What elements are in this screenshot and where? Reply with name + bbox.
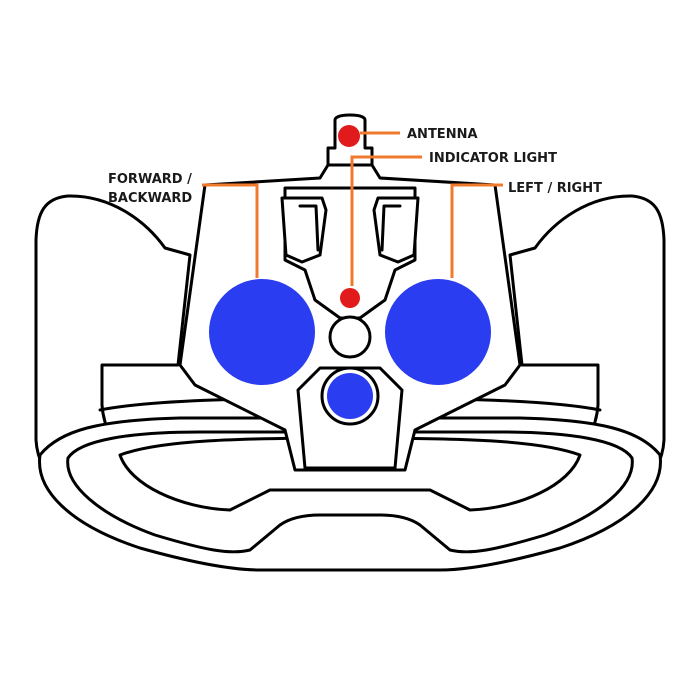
forward-backward-label-line1: FORWARD / xyxy=(108,172,192,187)
right-slot xyxy=(372,196,420,264)
indicator-light xyxy=(340,288,360,308)
left-slot-inner xyxy=(298,204,320,252)
right-slot-inner xyxy=(380,204,402,252)
indicator-light-label: INDICATOR LIGHT xyxy=(429,151,557,166)
base-shell xyxy=(38,416,662,572)
base-inner-ring xyxy=(66,430,634,554)
forward-backward-label-line2: BACKWARD xyxy=(108,191,192,206)
lower-blue-button[interactable] xyxy=(327,373,373,419)
center-white-button[interactable] xyxy=(328,315,372,359)
left-joystick-button[interactable] xyxy=(209,279,315,385)
antenna-label: ANTENNA xyxy=(407,127,478,142)
left-right-label: LEFT / RIGHT xyxy=(508,181,602,196)
antenna-tip xyxy=(338,125,360,147)
left-right-leader xyxy=(450,183,503,278)
lower-channel xyxy=(296,366,404,470)
indicator-leader xyxy=(350,155,422,286)
right-joystick-button[interactable] xyxy=(385,279,491,385)
base-pocket xyxy=(118,436,582,512)
forward-backward-leader xyxy=(202,183,259,278)
left-slot xyxy=(280,196,328,264)
